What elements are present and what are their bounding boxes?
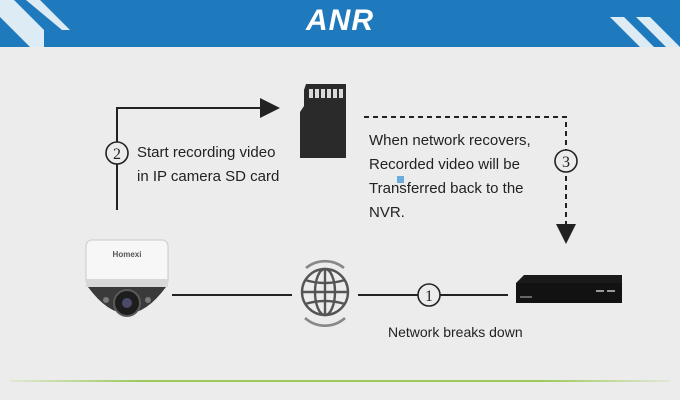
header-bar: ANR: [0, 0, 680, 47]
step-3-badge: 3: [554, 149, 578, 173]
page-title: ANR: [306, 4, 374, 37]
step-1-text: Network breaks down: [388, 324, 523, 340]
step-3-line-1: When network recovers,: [369, 132, 531, 149]
sd-card-icon: [300, 84, 346, 158]
dome-camera-icon: Homexi: [85, 239, 169, 317]
globe-icon: [300, 259, 350, 327]
step-3-line-3: Transferred back to the: [369, 180, 524, 197]
step-3-line-4: NVR.: [369, 204, 405, 221]
step-2-badge: 2: [105, 141, 129, 165]
step-2-text: Start recording video in IP camera SD ca…: [137, 141, 279, 189]
record-path-line: [116, 98, 280, 210]
step-3-number: 3: [562, 154, 570, 171]
step-2-number: 2: [113, 146, 121, 163]
camera-brand-label: Homexi: [113, 250, 142, 259]
header-stripes-left: [0, 0, 70, 47]
blue-marker: [397, 176, 404, 183]
step-3-line-2: Recorded video will be: [369, 156, 520, 173]
transfer-path-dashed-line: [364, 116, 576, 244]
footer-divider: [10, 380, 670, 382]
step-1-number: 1: [425, 288, 433, 305]
step-2-line-1: Start recording video: [137, 144, 276, 161]
nvr-recorder-icon: [516, 275, 622, 303]
step-3-text: When network recovers, Recorded video wi…: [369, 129, 531, 225]
header-stripes-right: [610, 17, 680, 47]
step-2-line-2: in IP camera SD card: [137, 168, 280, 185]
step-1-badge: 1: [417, 283, 441, 307]
